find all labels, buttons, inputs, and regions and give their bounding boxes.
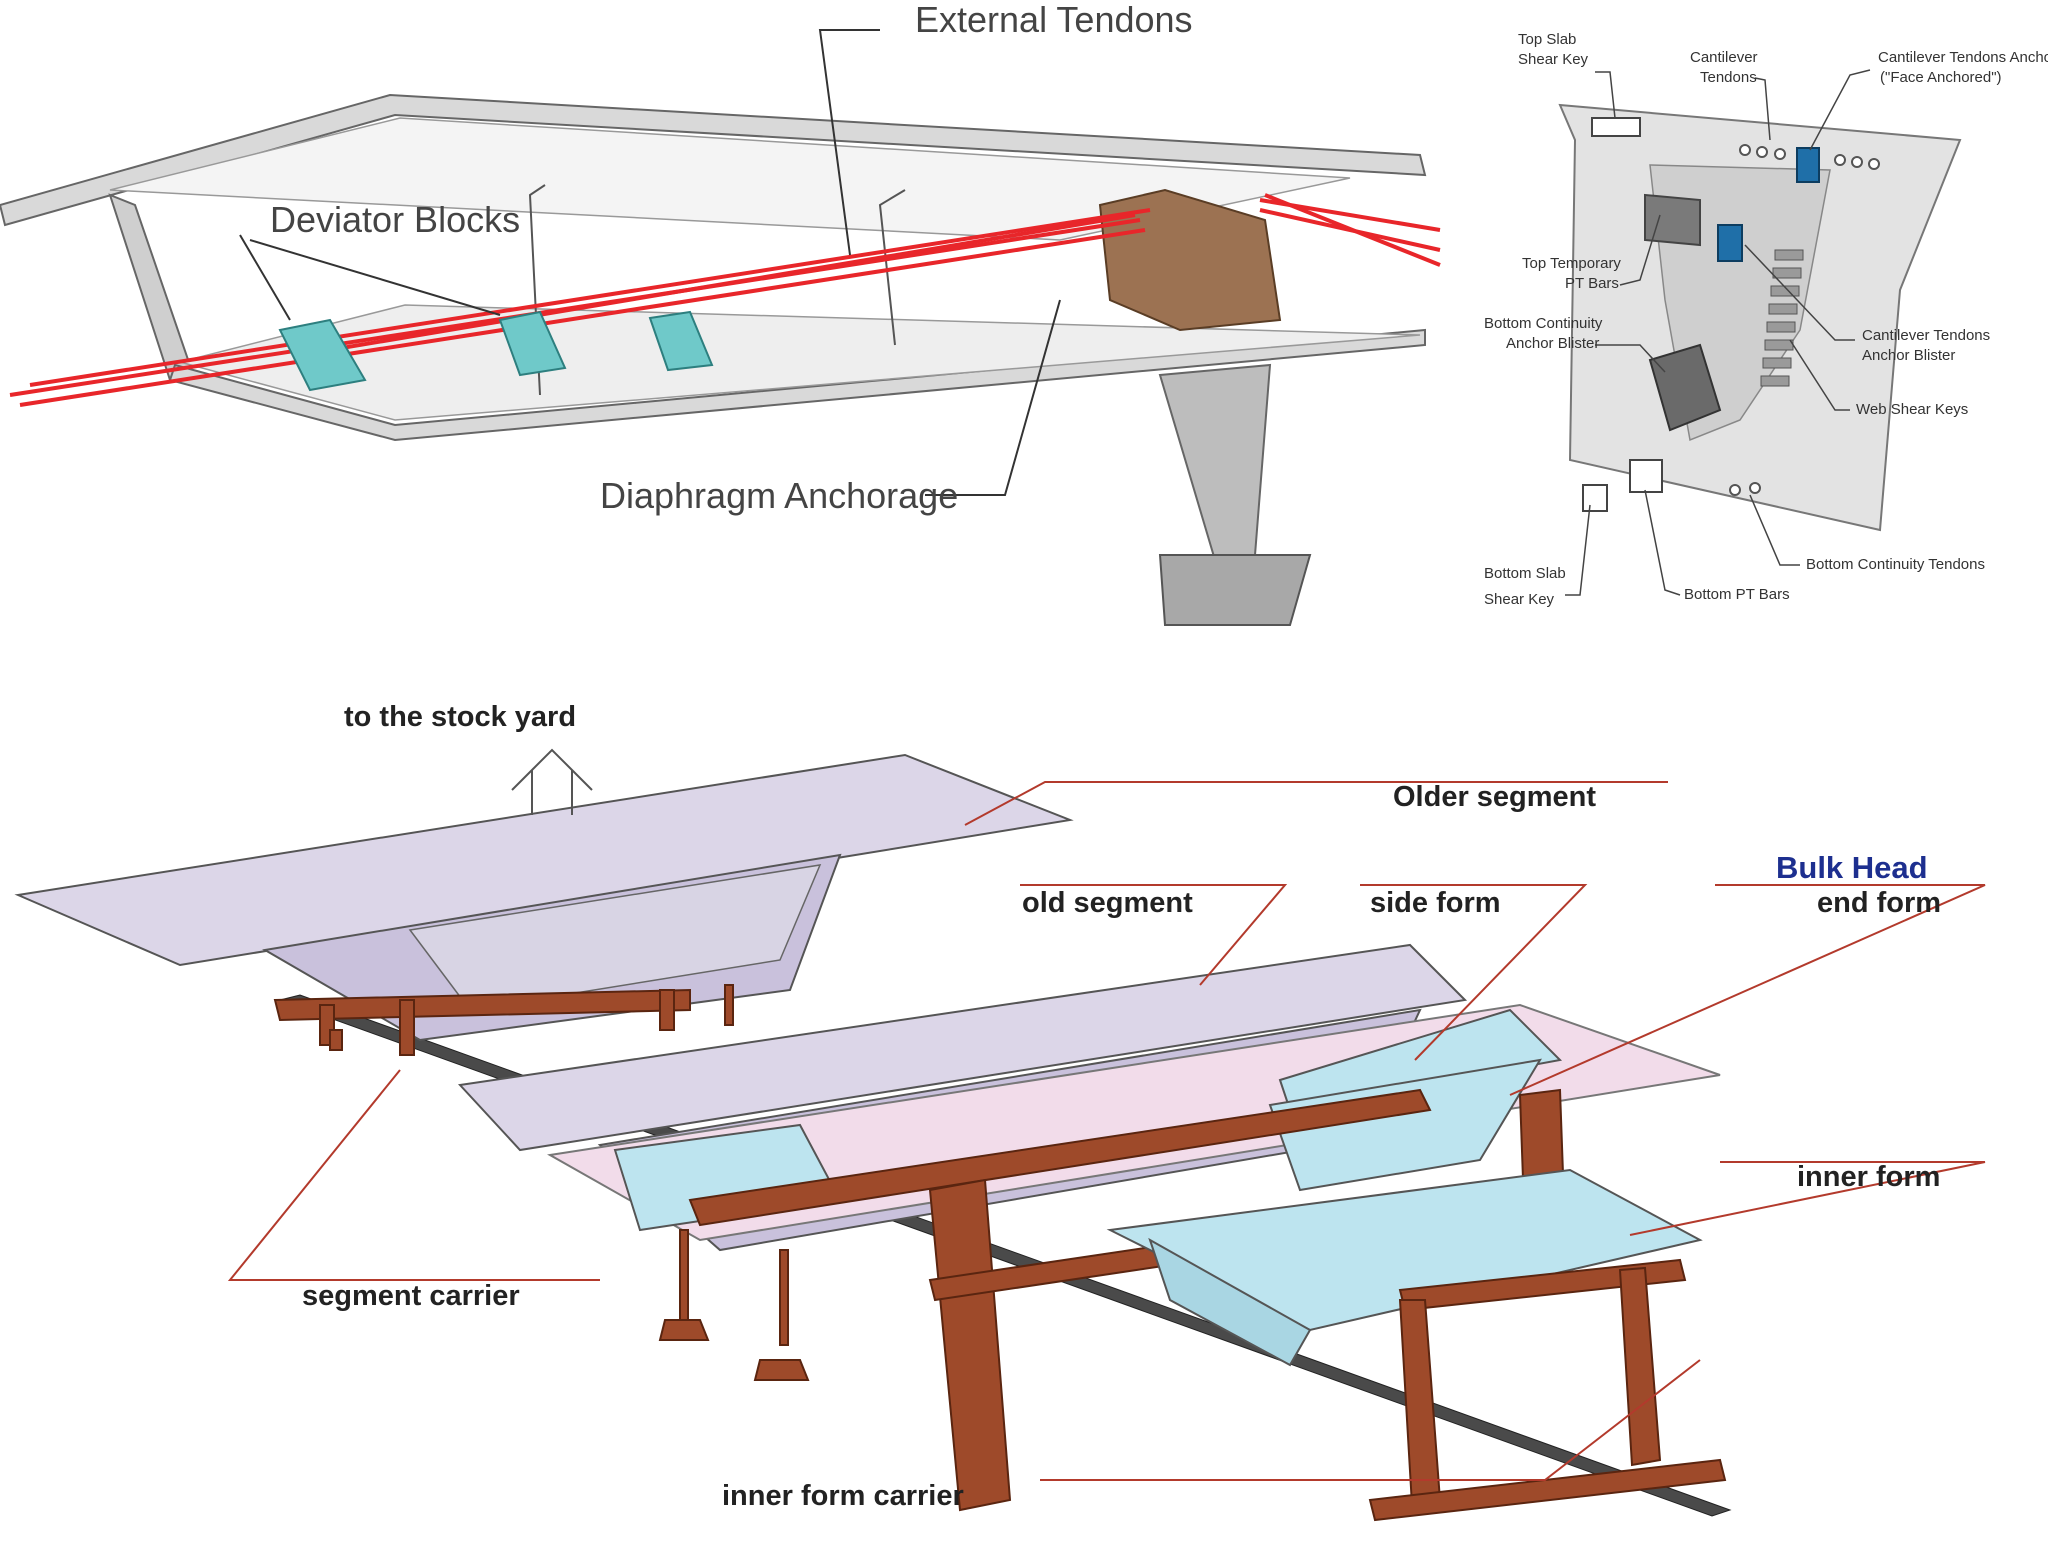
- label-side-form: side form: [1370, 887, 1501, 919]
- label-bottom-pt-bars: Bottom PT Bars: [1684, 586, 1790, 603]
- web-shear-keys: [1760, 249, 1804, 387]
- bottom-leaders: [227, 781, 1986, 1481]
- old-segment-deck: [457, 943, 1468, 1152]
- external-tendons: [9, 193, 1441, 407]
- label-old-segment: old segment: [1022, 887, 1193, 919]
- label-deviator-blocks: Deviator Blocks: [270, 199, 520, 240]
- bottom-pt-bar-box: [1629, 459, 1663, 493]
- top-left-leaders: [239, 29, 1061, 496]
- deviator-block-3: [648, 310, 714, 372]
- bottom-continuity-blister: [1648, 343, 1722, 432]
- bottom-slab: [168, 328, 1426, 442]
- casting-cell-diagram: to the stock yard Older segment old segm…: [14, 701, 1986, 1522]
- label-end-form: end form: [1817, 887, 1941, 919]
- label-bottom-continuity-blister-1: Bottom Continuity: [1484, 315, 1603, 332]
- temporary-pt-block: [1644, 193, 1701, 247]
- label-inner-form: inner form: [1797, 1161, 1940, 1193]
- top-right-leaders: [1565, 69, 1871, 596]
- label-top-temp-pt-2: PT Bars: [1565, 275, 1619, 292]
- label-segment-carrier: segment carrier: [302, 1280, 520, 1312]
- older-segment-void: [408, 864, 822, 1011]
- label-cantilever-tendons-1: Cantilever: [1690, 49, 1758, 66]
- segment-carrier-frame: [273, 984, 734, 1056]
- bottom-slab-shear-key: [1582, 484, 1608, 512]
- diaphragm-anchorage-block: [1098, 188, 1282, 332]
- cantilever-blister-anchor: [1717, 224, 1743, 262]
- box-girder-diagram: External Tendons Deviator Blocks Diaphra…: [0, 0, 1441, 626]
- stock-yard-arrow-icon: [511, 748, 593, 815]
- cantilever-anchor: [1796, 147, 1820, 183]
- side-form-blue-right: [1278, 1008, 1563, 1112]
- side-form-web: [1268, 1058, 1542, 1192]
- label-cantilever-anchor-2: ("Face Anchored"): [1880, 69, 2002, 86]
- label-older-segment: Older segment: [1393, 781, 1596, 813]
- interior-web-line-2: [878, 189, 906, 346]
- inner-form-shell: [1148, 1237, 1312, 1367]
- label-cantilever-blister-2: Anchor Blister: [1862, 347, 1955, 364]
- label-cantilever-blister-1: Cantilever Tendons: [1862, 327, 1990, 344]
- pier-base: [1158, 554, 1312, 626]
- label-diaphragm-anchorage: Diaphragm Anchorage: [600, 475, 958, 516]
- pier: [1158, 363, 1272, 562]
- older-segment-deck: [14, 753, 1074, 967]
- deviator-block-2: [498, 310, 567, 377]
- label-bottom-slab-shear-key-1: Bottom Slab: [1484, 565, 1566, 582]
- deviator-block-1: [278, 318, 367, 392]
- label-web-shear-keys: Web Shear Keys: [1856, 401, 1968, 418]
- inner-form-carrier: [1368, 1258, 1727, 1522]
- label-top-slab-shear-key-1: Top Slab: [1518, 31, 1576, 48]
- label-cantilever-tendons-2: Tendons: [1700, 69, 1757, 86]
- left-web: [108, 193, 197, 381]
- label-external-tendons: External Tendons: [915, 0, 1193, 40]
- label-to-stock-yard: to the stock yard: [344, 701, 576, 733]
- label-bottom-continuity-tendons: Bottom Continuity Tendons: [1806, 556, 1985, 573]
- top-slab: [0, 93, 1427, 227]
- label-top-temp-pt-1: Top Temporary: [1522, 255, 1621, 272]
- tendon-ducts: [1729, 144, 1880, 496]
- label-bottom-continuity-blister-2: Anchor Blister: [1506, 335, 1599, 352]
- segment-face-diagram: Top Slab Shear Key Cantilever Tendons Ca…: [1484, 31, 2048, 608]
- label-top-slab-shear-key-2: Shear Key: [1518, 51, 1589, 68]
- label-bulk-head: Bulk Head: [1776, 850, 1928, 885]
- top-slab-underside: [109, 117, 1351, 241]
- label-cantilever-anchor-1: Cantilever Tendons Anchor: [1878, 49, 2048, 66]
- label-bottom-slab-shear-key-2: Shear Key: [1484, 591, 1555, 608]
- label-inner-form-carrier: inner form carrier: [722, 1480, 964, 1512]
- top-slab-shear-key: [1591, 117, 1641, 137]
